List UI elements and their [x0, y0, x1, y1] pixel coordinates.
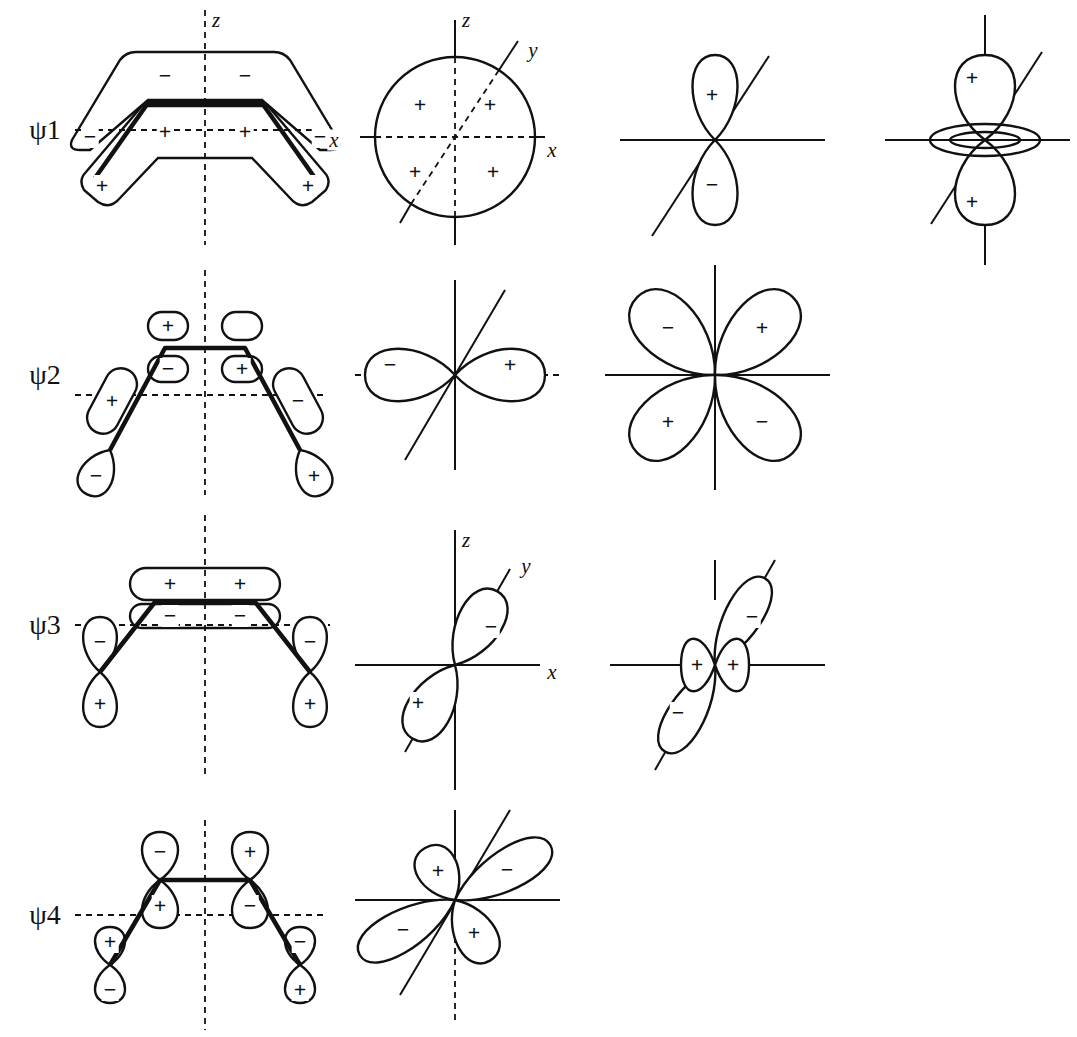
psi1-s-orbital — [360, 20, 545, 245]
phase-sign: + — [502, 354, 519, 376]
phase-sign: − — [237, 65, 254, 87]
psi3-d-orbital — [610, 560, 825, 770]
axis-label: z — [210, 10, 222, 31]
orbital-name: ψ1 — [27, 116, 63, 144]
axis-label: x — [327, 130, 340, 151]
phase-sign: − — [232, 605, 249, 627]
phase-sign: + — [234, 358, 251, 380]
phase-sign: + — [300, 175, 317, 197]
phase-sign: + — [430, 860, 447, 882]
phase-sign: + — [152, 895, 169, 917]
phase-sign: + — [964, 67, 981, 89]
phase-sign: + — [242, 841, 259, 863]
phase-sign: + — [482, 94, 499, 116]
orbital-name: ψ4 — [27, 901, 63, 929]
phase-sign: − — [312, 126, 329, 148]
phase-sign: − — [92, 631, 109, 653]
phase-sign: − — [152, 841, 169, 863]
phase-sign: + — [306, 465, 323, 487]
phase-sign: + — [162, 573, 179, 595]
phase-sign: + — [104, 390, 121, 412]
phase-sign: + — [407, 161, 424, 183]
phase-sign: − — [160, 358, 177, 380]
phase-sign: − — [82, 126, 99, 148]
axis-label: x — [545, 662, 558, 683]
phase-sign: − — [302, 631, 319, 653]
phase-sign: − — [382, 354, 399, 376]
phase-sign: − — [499, 859, 516, 881]
phase-sign: + — [157, 121, 174, 143]
phase-sign: − — [395, 919, 412, 941]
phase-sign: + — [754, 317, 771, 339]
phase-sign: + — [237, 121, 254, 143]
phase-sign: − — [292, 931, 309, 953]
axis-label: x — [545, 140, 558, 161]
phase-sign: + — [964, 191, 981, 213]
phase-sign: + — [232, 573, 249, 595]
phase-sign: + — [92, 693, 109, 715]
phase-sign: − — [157, 65, 174, 87]
axis-label: y — [519, 556, 532, 577]
phase-sign: − — [483, 616, 500, 638]
phase-sign: + — [94, 175, 111, 197]
phase-sign: + — [302, 693, 319, 715]
phase-sign: − — [162, 605, 179, 627]
psi1-molecule-view — [71, 10, 339, 245]
psi1-p-orbital — [620, 55, 825, 236]
axis-label: y — [526, 40, 539, 61]
phase-sign: + — [725, 654, 742, 676]
psi3-p-orbital — [355, 530, 540, 790]
axis-label: z — [460, 530, 472, 551]
phase-sign: − — [670, 702, 687, 724]
phase-sign: + — [102, 931, 119, 953]
orbital-name: ψ3 — [27, 611, 63, 639]
phase-sign: + — [660, 411, 677, 433]
phase-sign: − — [660, 317, 677, 339]
axis-label: z — [460, 10, 472, 31]
phase-sign: + — [410, 692, 427, 714]
phase-sign: − — [242, 895, 259, 917]
phase-sign: + — [689, 654, 706, 676]
psi2-px-orbital — [355, 280, 560, 470]
phase-sign: + — [292, 979, 309, 1001]
phase-sign: − — [754, 411, 771, 433]
phase-sign: + — [485, 161, 502, 183]
psi4-molecule-view — [75, 820, 325, 1030]
phase-sign: − — [290, 390, 307, 412]
psi2-d-orbital — [605, 265, 830, 490]
phase-sign: − — [744, 606, 761, 628]
phase-sign: − — [102, 979, 119, 1001]
phase-sign: − — [88, 465, 105, 487]
phase-sign: + — [160, 315, 177, 337]
phase-sign: + — [704, 84, 721, 106]
psi1-dz2-orbital — [885, 15, 1070, 265]
phase-sign: + — [466, 922, 483, 944]
psi4-d-orbital — [349, 810, 560, 1020]
phase-sign: + — [412, 94, 429, 116]
psi2-molecule-view — [72, 270, 339, 502]
phase-sign: − — [704, 174, 721, 196]
psi3-molecule-view — [75, 515, 330, 775]
orbital-name: ψ2 — [27, 361, 63, 389]
